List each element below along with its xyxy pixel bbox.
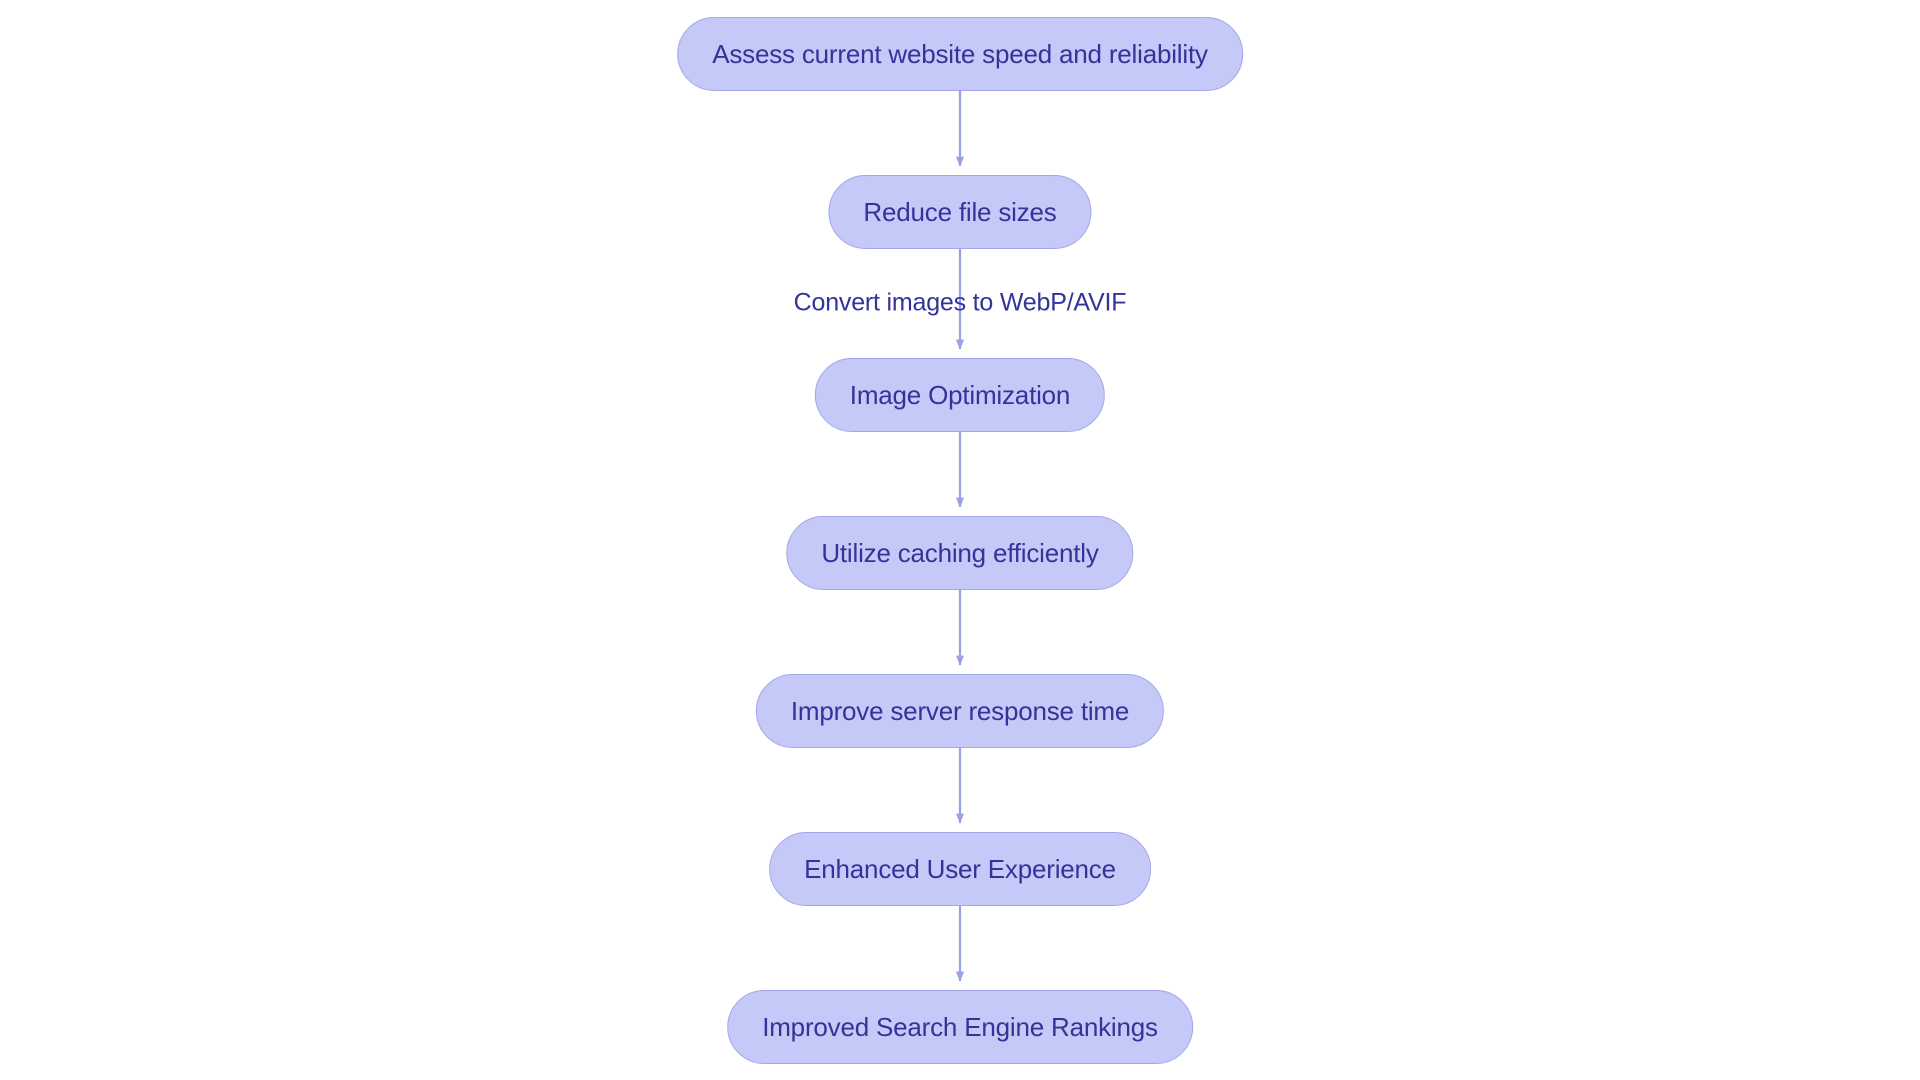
flow-node-improve-server-response-time[interactable]: Improve server response time [755,674,1165,748]
edge-label-n2-n3: Convert images to WebP/AVIF [793,288,1127,317]
flow-node-improved-search-engine-rankings[interactable]: Improved Search Engine Rankings [727,990,1193,1064]
flow-node-enhanced-user-experience[interactable]: Enhanced User Experience [769,832,1151,906]
flow-node-reduce-file-sizes[interactable]: Reduce file sizes [828,175,1092,249]
flow-node-assess-current-website-speed-and-reliability[interactable]: Assess current website speed and reliabi… [677,17,1243,91]
flow-node-utilize-caching-efficiently[interactable]: Utilize caching efficiently [786,516,1134,590]
flow-node-image-optimization[interactable]: Image Optimization [814,358,1106,432]
